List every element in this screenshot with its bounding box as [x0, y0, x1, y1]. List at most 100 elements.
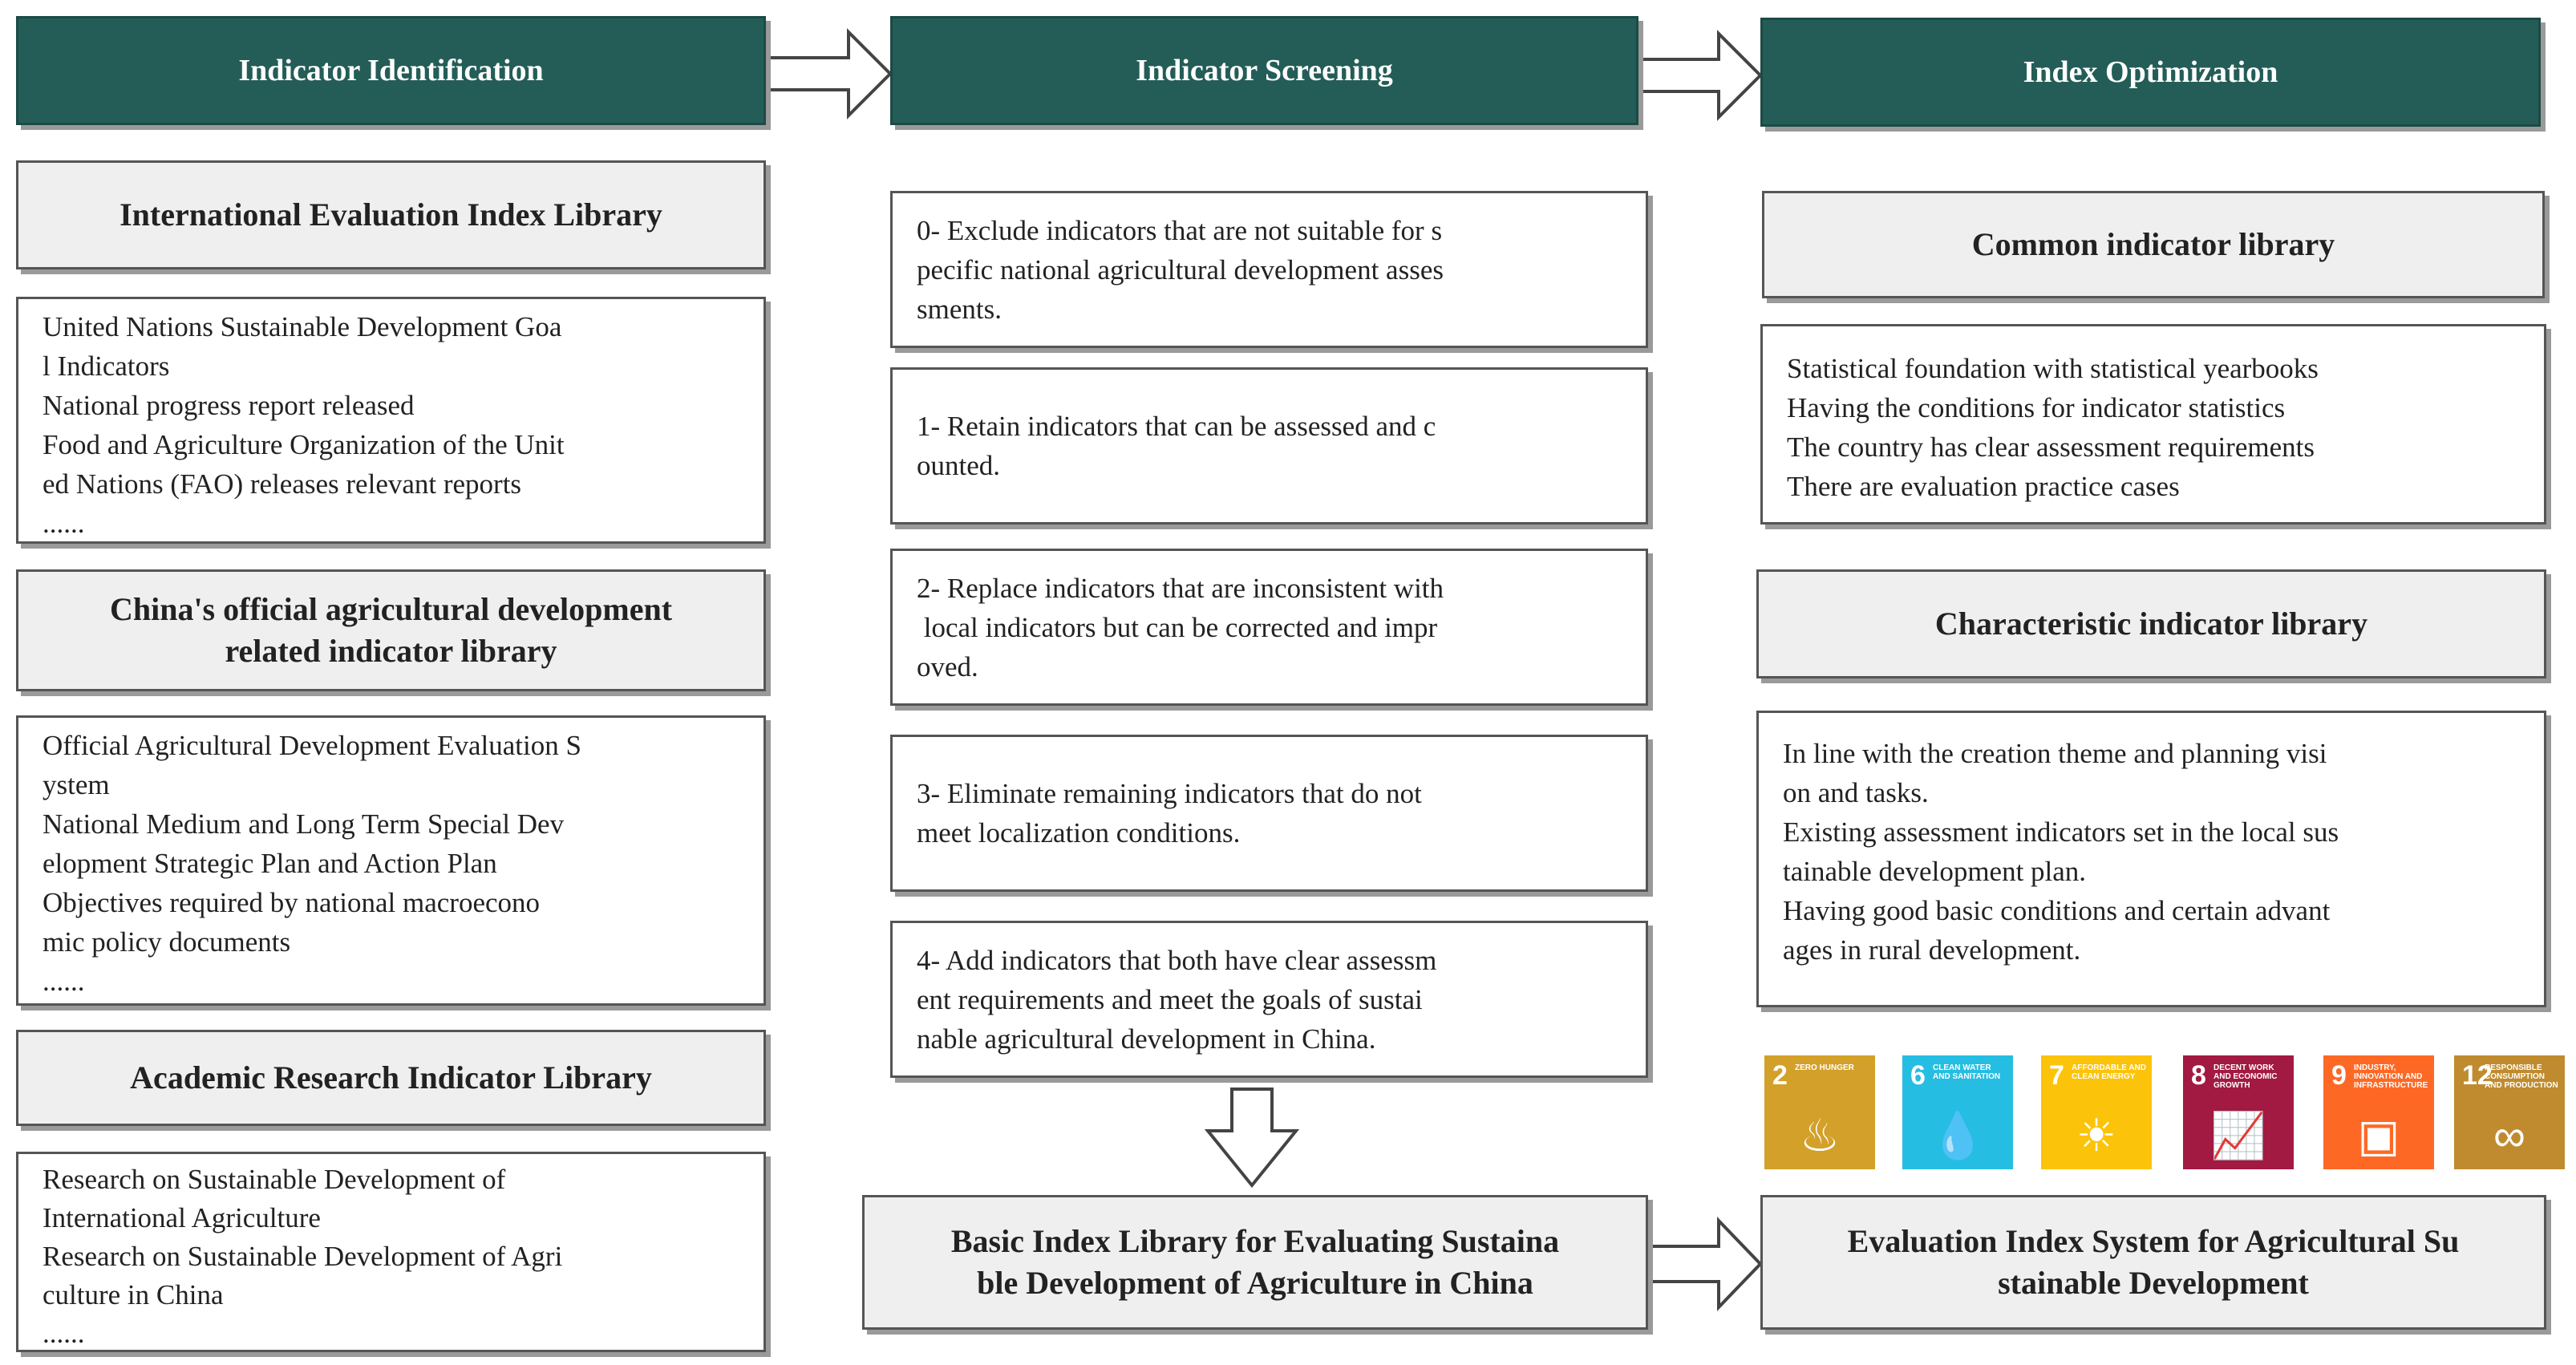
screening-step-1: 1- Retain indicators that can be assesse…	[890, 367, 1648, 525]
water-drop-icon: 💧	[1930, 1110, 1986, 1160]
title-text: Evaluation Index System for Agricultural…	[1847, 1223, 2460, 1259]
text-line: National Medium and Long Term Special De…	[43, 808, 565, 840]
sdg-number: 6	[1910, 1060, 1926, 1091]
infinity-icon: ∞	[2493, 1110, 2525, 1160]
header-label: Indicator Identification	[238, 54, 544, 87]
text-line: mic policy documents	[43, 926, 291, 958]
sdg-label: ZERO HUNGER	[1795, 1063, 1854, 1072]
text-line: Research on Sustainable Development of	[43, 1164, 506, 1195]
text-line: Having good basic conditions and certain…	[1783, 895, 2331, 926]
sun-icon: ☀	[2076, 1110, 2117, 1160]
sdg-2-icon: 2 ZERO HUNGER ♨	[1764, 1055, 1875, 1169]
sdg-number: 7	[2049, 1060, 2064, 1091]
sdg-7-icon: 7 AFFORDABLE AND CLEAN ENERGY ☀	[2041, 1055, 2152, 1169]
text-line: International Agriculture	[43, 1202, 321, 1233]
arrow-basic-to-final	[1646, 1217, 1763, 1311]
title-text: ble Development of Agriculture in China	[977, 1265, 1533, 1301]
sdg-9-icon: 9 INDUSTRY, INNOVATION AND INFRASTRUCTUR…	[2323, 1055, 2434, 1169]
sdg-8-icon: 8 DECENT WORK AND ECONOMIC GROWTH 📈	[2183, 1055, 2294, 1169]
header-indicator-screening: Indicator Screening	[890, 16, 1638, 125]
header-indicator-identification: Indicator Identification	[16, 16, 766, 125]
text-line: There are evaluation practice cases	[1787, 471, 2180, 502]
sdg-label: RESPONSIBLE CONSUMPTION AND PRODUCTION	[2485, 1063, 2558, 1090]
characteristic-library-box: In line with the creation theme and plan…	[1756, 711, 2546, 1007]
common-library-title: Common indicator library	[1762, 191, 2545, 298]
sdg-number: 2	[1772, 1060, 1788, 1091]
header-label: Indicator Screening	[1136, 54, 1393, 87]
text-line: ......	[43, 966, 85, 997]
title-text: stainable Development	[1998, 1265, 2309, 1301]
text-line: on and tasks.	[1783, 777, 1929, 808]
text-line: sments.	[917, 293, 1002, 325]
title-text: Academic Research Indicator Library	[130, 1059, 652, 1096]
sdg-label: CLEAN WATER AND SANITATION	[1933, 1063, 2001, 1081]
text-line: nable agricultural development in China.	[917, 1023, 1376, 1055]
sdg-6-icon: 6 CLEAN WATER AND SANITATION 💧	[1902, 1055, 2013, 1169]
text-line: local indicators but can be corrected an…	[917, 611, 1438, 643]
text-line: l Indicators	[43, 350, 170, 382]
sdg-12-icon: 12 RESPONSIBLE CONSUMPTION AND PRODUCTIO…	[2454, 1055, 2565, 1169]
text-line: ent requirements and meet the goals of s…	[917, 983, 1423, 1015]
text-line: Food and Agriculture Organization of the…	[43, 429, 565, 460]
title-text: International Evaluation Index Library	[119, 196, 662, 233]
text-line: elopment Strategic Plan and Action Plan	[43, 848, 497, 879]
title-text: Common indicator library	[1971, 226, 2335, 262]
growth-chart-icon: 📈	[2210, 1110, 2266, 1160]
title-text: Basic Index Library for Evaluating Susta…	[950, 1223, 1560, 1259]
text-line: 2- Replace indicators that are inconsist…	[917, 572, 1444, 604]
text-line: 0- Exclude indicators that are not suita…	[917, 214, 1443, 246]
text-line: Existing assessment indicators set in th…	[1783, 816, 2339, 848]
china-official-library-title: China's official agricultural developmen…	[16, 569, 766, 691]
arrow-identification-to-screening	[764, 28, 893, 119]
text-line: Having the conditions for indicator stat…	[1787, 392, 2286, 423]
screening-step-4: 4- Add indicators that both have clear a…	[890, 921, 1648, 1078]
academic-library-title: Academic Research Indicator Library	[16, 1030, 766, 1126]
header-label: Index Optimization	[2023, 55, 2278, 89]
arrow-screening-to-optimization	[1637, 30, 1763, 121]
characteristic-library-title: Characteristic indicator library	[1756, 569, 2546, 678]
title-text: related indicator library	[225, 633, 557, 669]
text-line: Statistical foundation with statistical …	[1787, 353, 2319, 384]
text-line: In line with the creation theme and plan…	[1783, 738, 2327, 769]
bowl-icon: ♨	[1799, 1110, 1841, 1160]
sdg-label: DECENT WORK AND ECONOMIC GROWTH	[2213, 1063, 2278, 1090]
screening-step-3: 3- Eliminate remaining indicators that d…	[890, 735, 1648, 892]
screening-step-0: 0- Exclude indicators that are not suita…	[890, 191, 1648, 348]
screening-step-2: 2- Replace indicators that are inconsist…	[890, 549, 1648, 706]
text-line: oved.	[917, 650, 978, 682]
text-line: National progress report released	[43, 390, 415, 421]
common-library-box: Statistical foundation with statistical …	[1760, 324, 2546, 525]
text-line: culture in China	[43, 1279, 224, 1310]
text-line: tainable development plan.	[1783, 856, 2087, 887]
sdg-label: INDUSTRY, INNOVATION AND INFRASTRUCTURE	[2354, 1063, 2428, 1090]
arrow-screening-down	[1204, 1088, 1300, 1189]
text-line: ages in rural development.	[1783, 934, 2081, 966]
text-line: ounted.	[917, 450, 1001, 481]
header-index-optimization: Index Optimization	[1760, 18, 2541, 127]
text-line: Objectives required by national macroeco…	[43, 887, 541, 918]
text-line: 3- Eliminate remaining indicators that d…	[917, 778, 1422, 809]
text-line: ......	[43, 508, 85, 539]
academic-library-box: Research on Sustainable Development of I…	[16, 1152, 766, 1352]
sdg-number: 12	[2462, 1060, 2493, 1091]
text-line: Research on Sustainable Development of A…	[43, 1241, 563, 1272]
text-line: The country has clear assessment require…	[1787, 431, 2315, 463]
international-library-box: United Nations Sustainable Development G…	[16, 297, 766, 544]
sdg-number: 8	[2191, 1060, 2206, 1091]
sdg-number: 9	[2331, 1060, 2347, 1091]
china-official-library-box: Official Agricultural Development Evalua…	[16, 715, 766, 1006]
text-line: pecific national agricultural developmen…	[917, 253, 1444, 286]
basic-index-library-box: Basic Index Library for Evaluating Susta…	[862, 1195, 1648, 1330]
text-line: 4- Add indicators that both have clear a…	[917, 944, 1437, 976]
text-line: Official Agricultural Development Evalua…	[43, 730, 581, 761]
text-line: ed Nations (FAO) releases relevant repor…	[43, 468, 522, 500]
evaluation-index-system-box: Evaluation Index System for Agricultural…	[1760, 1195, 2546, 1330]
title-text: Characteristic indicator library	[1934, 606, 2368, 642]
text-line: 1- Retain indicators that can be assesse…	[917, 411, 1436, 442]
international-library-title: International Evaluation Index Library	[16, 160, 766, 269]
text-line: ......	[43, 1318, 85, 1349]
title-text: China's official agricultural developmen…	[109, 591, 673, 627]
text-line: meet localization conditions.	[917, 817, 1241, 849]
text-line: ystem	[43, 769, 110, 800]
